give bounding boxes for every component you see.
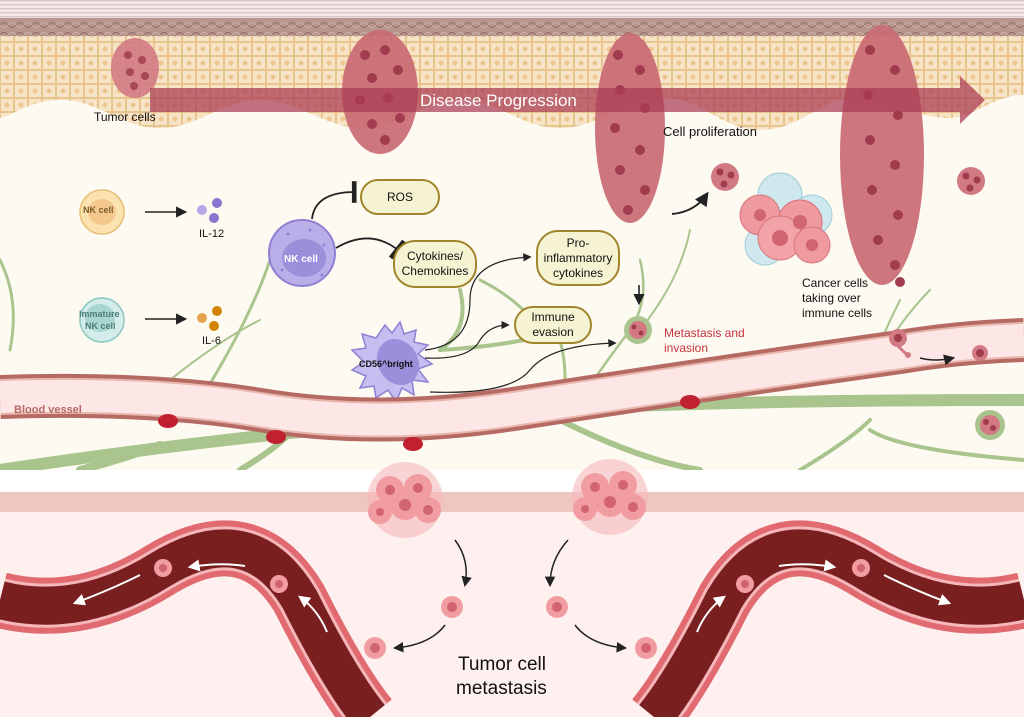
- detached-tumor-cluster-right: [957, 167, 985, 195]
- tumor-stage-1: [111, 38, 159, 98]
- il6-molecules: [197, 306, 222, 331]
- label-immature-nk-line2: NK cell: [85, 321, 116, 331]
- label-il12: IL-12: [199, 228, 225, 240]
- label-metastasis-invasion-line1: Metastasis and: [664, 326, 745, 340]
- label-nk-cell-small: NK cell: [83, 205, 114, 215]
- arrow-to-metastasis: [429, 339, 617, 393]
- il12-molecules: [197, 198, 222, 223]
- proliferation-arrow: [671, 191, 709, 215]
- disease-progression-arrow: [150, 76, 985, 124]
- vessel-flow-arrow: [919, 354, 956, 366]
- flow-arrow-left-1: [72, 574, 141, 606]
- label-cd56-bright: CD56^bright: [359, 359, 413, 369]
- label-tumor-metastasis-line1: Tumor cell: [458, 654, 546, 675]
- tumor-stage-4: [840, 25, 924, 287]
- cancer-immune-cluster: [739, 172, 833, 266]
- nk-cell-large: [268, 219, 336, 287]
- flow-arrow-right-2: [778, 559, 837, 572]
- box-pro-inflammatory: Pro- inflammatory cytokines: [536, 230, 620, 286]
- arrow-cluster-right-down: [544, 539, 569, 588]
- label-blood-vessel: Blood vessel: [14, 404, 82, 416]
- upper-blood-vessel: [0, 318, 1024, 442]
- box-ros: ROS: [360, 179, 440, 215]
- skin-scale-layer: [0, 18, 1024, 36]
- box-ros-text: ROS: [386, 189, 413, 204]
- box-pro-line1: Pro-: [566, 235, 590, 250]
- box-cytokines-line2: Chemokines: [401, 264, 469, 278]
- box-evasion-line2: evasion: [532, 325, 574, 339]
- flow-arrow-right-3: [696, 595, 726, 633]
- box-pro-line2: inflammatory: [543, 250, 613, 265]
- skin-surface-stripes: [0, 0, 1024, 18]
- arrow-cluster-left-down: [454, 539, 472, 588]
- flow-arrow-left-2: [187, 559, 246, 572]
- label-cancer-takeover-line1: Cancer cells: [802, 276, 869, 290]
- arrow-to-immune-evasion: [424, 320, 510, 359]
- red-blood-cells: [158, 395, 700, 451]
- flow-arrow-left-3: [298, 595, 328, 633]
- label-nk-cell-large: NK cell: [284, 254, 318, 265]
- label-il6: IL-6: [202, 335, 221, 347]
- label-cell-proliferation: Cell proliferation: [663, 124, 757, 139]
- label-immature-nk-line1: Immature: [79, 309, 120, 319]
- arrow-to-right-vessel: [574, 624, 628, 653]
- label-cancer-takeover-line2: taking over: [802, 291, 861, 305]
- label-metastasis-invasion-line2: invasion: [664, 341, 709, 355]
- label-cancer-takeover-line3: immune cells: [802, 306, 873, 320]
- intravasating-tumor-cell: [889, 329, 988, 361]
- inhibit-cytokines: [335, 237, 406, 260]
- nk-cell-small: [79, 189, 125, 235]
- box-immune-evasion: Immune evasion: [514, 306, 592, 344]
- tumor-cluster-right: [572, 459, 648, 535]
- label-tumor-metastasis-line2: metastasis: [456, 678, 547, 699]
- metastasis-node: [624, 316, 652, 344]
- box-cytokines-chemokines: Cytokines/ Chemokines: [393, 240, 477, 288]
- cd56-bright-cell: [350, 320, 434, 404]
- label-disease-progression: Disease Progression: [420, 91, 577, 110]
- flow-arrow-right-1: [883, 574, 952, 606]
- detached-tumor-cluster: [711, 163, 739, 191]
- arrow-to-pro-inflammatory: [424, 253, 532, 351]
- immature-nk-cell: [79, 297, 125, 343]
- box-evasion-line1: Immune: [531, 310, 575, 324]
- tumor-stage-3: [595, 33, 665, 223]
- box-cytokines-line1: Cytokines/: [406, 249, 464, 263]
- arrow-to-left-vessel: [392, 624, 446, 653]
- label-tumor-cells: Tumor cells: [94, 110, 156, 124]
- box-pro-line3: cytokines: [552, 265, 604, 280]
- tumor-cluster-left: [367, 462, 443, 538]
- inhibit-ros: [311, 181, 357, 220]
- nerve-tumor-node: [975, 410, 1005, 440]
- circulating-tumor-cells: [154, 559, 870, 659]
- lower-panel-band: [0, 492, 1024, 512]
